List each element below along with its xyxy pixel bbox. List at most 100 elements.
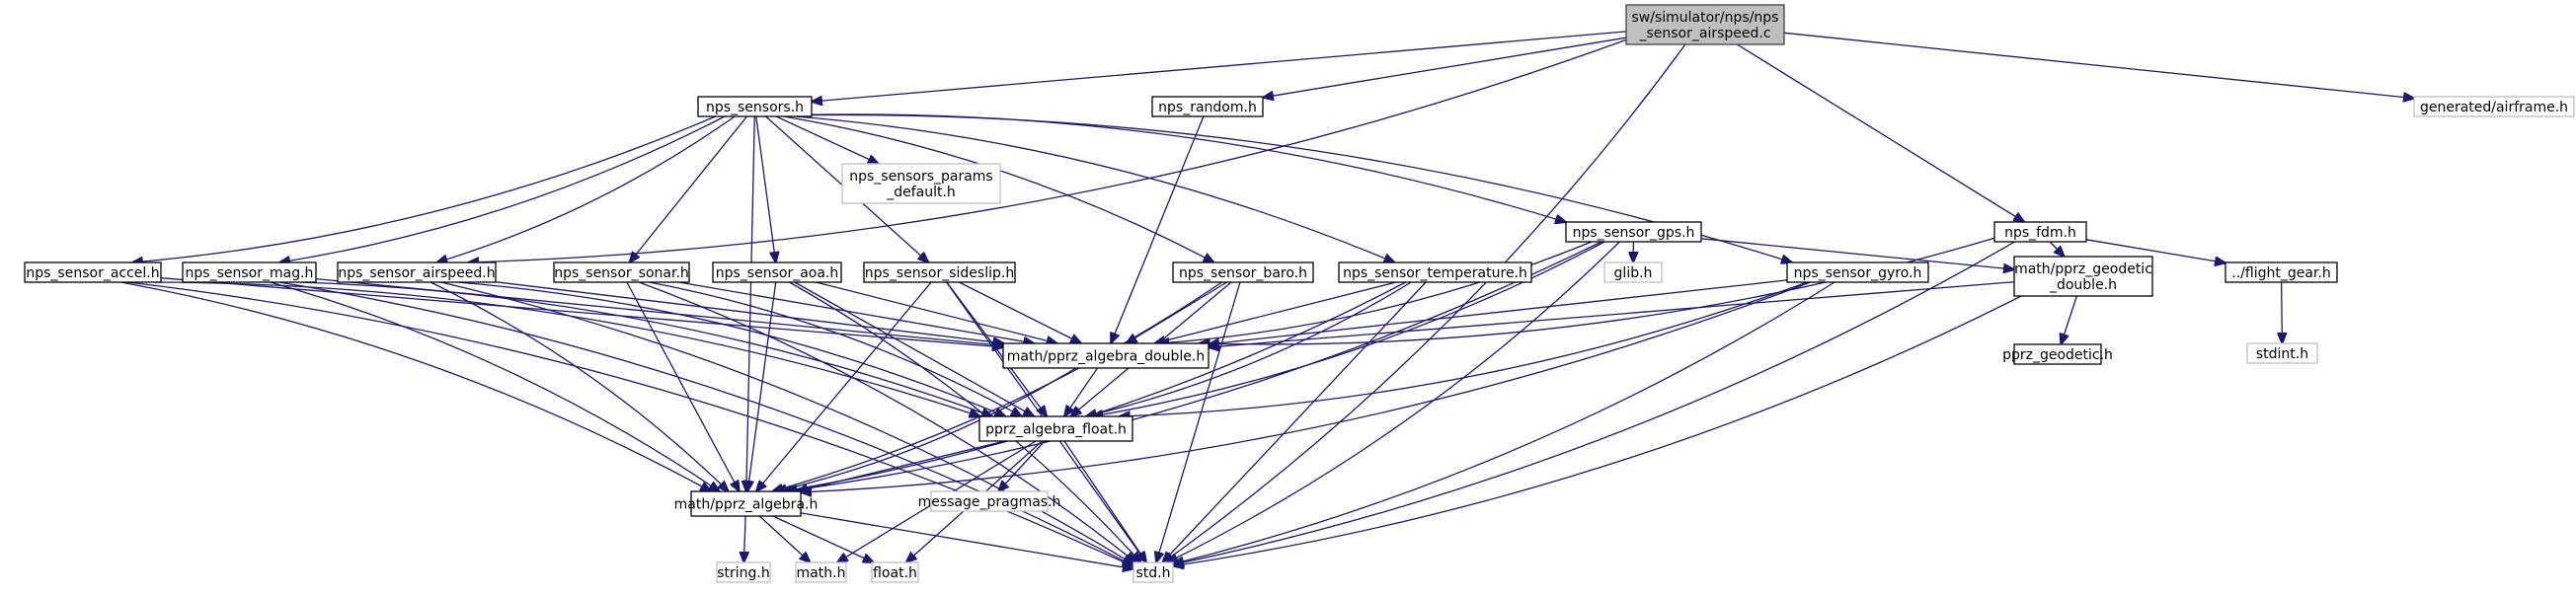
node-box[interactable]	[553, 261, 690, 283]
node-label: glib.h	[1614, 265, 1653, 281]
edge-gps-to-geodetic_double	[1700, 238, 2014, 269]
edge-nps_fdm-to-flight_gear	[2085, 239, 2225, 263]
node-label: _sensor_airspeed.c	[1638, 26, 1770, 41]
edge-root-to-airframe	[1783, 32, 2414, 98]
edge-gps-to-std	[1167, 241, 1620, 562]
node-mag[interactable]: nps_sensor_mag.h	[182, 261, 317, 283]
edge-algebra_double-to-algebra	[776, 367, 1076, 491]
edge-nps_sensors-to-sonar	[630, 115, 748, 262]
node-label: nps_sensor_accel.h	[26, 265, 159, 281]
node-box	[795, 561, 847, 583]
node-box[interactable]	[1338, 261, 1532, 283]
node-box[interactable]	[182, 261, 317, 283]
edge-sonar-to-algebra	[626, 281, 740, 491]
node-label: math/pprz_geodetic	[2014, 261, 2152, 277]
node-nps-random[interactable]: nps_random.h	[1151, 96, 1264, 117]
edge-airspeed-to-algebra_float	[456, 281, 1006, 416]
node-algebra[interactable]: math/pprz_algebra.h	[674, 490, 819, 517]
node-box[interactable]	[1786, 261, 1929, 283]
node-label: nps_sensors_params	[849, 169, 992, 185]
node-math: math.h	[795, 561, 847, 583]
node-algebra-double[interactable]: math/pprz_algebra_double.h	[1002, 342, 1210, 369]
node-box[interactable]	[978, 415, 1133, 442]
node-box[interactable]	[712, 261, 842, 283]
node-geodetic-double[interactable]: math/pprz_geodetic_double.h	[2013, 256, 2153, 297]
edge-gyro-to-algebra_float	[1120, 281, 1808, 416]
edge-sonar-to-std	[638, 281, 1135, 562]
node-box[interactable]	[1172, 261, 1314, 283]
edge-temperature-to-algebra	[783, 281, 1407, 491]
edge-aoa-to-algebra_float	[794, 281, 1034, 416]
edge-nps_sensors-to-aoa	[755, 115, 776, 262]
node-label: sw/simulator/nps/nps	[1632, 10, 1779, 26]
node-gps[interactable]: nps_sensor_gps.h	[1565, 221, 1702, 243]
node-box[interactable]	[337, 261, 497, 283]
node-box	[841, 163, 1001, 204]
edge-algebra-to-std	[800, 512, 1133, 569]
node-accel[interactable]: nps_sensor_accel.h	[24, 261, 162, 283]
node-box[interactable]	[2013, 343, 2102, 365]
node-box[interactable]	[2013, 256, 2153, 297]
node-temperature[interactable]: nps_sensor_temperature.h	[1338, 261, 1532, 283]
edge-aoa-to-algebra_double	[816, 281, 1056, 343]
node-airspeed[interactable]: nps_sensor_airspeed.h	[337, 261, 497, 283]
edge-algebra_float-to-message_pragmas	[998, 440, 1046, 491]
edge-nps_fdm-to-std	[1173, 241, 2015, 564]
node-sonar[interactable]: nps_sensor_sonar.h	[553, 261, 690, 283]
node-label: string.h	[717, 565, 770, 581]
node-nps-sensors[interactable]: nps_sensors.h	[697, 96, 813, 117]
node-airframe: generated/airframe.h	[2413, 96, 2575, 117]
edge-gyro-to-std	[1173, 281, 1835, 564]
edge-baro-to-algebra	[772, 281, 1222, 491]
node-box[interactable]	[1625, 4, 1785, 45]
edge-geodetic_double-to-std	[1173, 295, 2022, 566]
node-label: nps_sensor_gps.h	[1573, 225, 1695, 241]
edge-sonar-to-algebra_float	[649, 281, 1022, 416]
edge-algebra-to-float	[772, 515, 874, 562]
edge-algebra_float-to-std	[1063, 440, 1146, 562]
edge-nps_sensors-to-airspeed	[436, 115, 736, 262]
node-aoa[interactable]: nps_sensor_aoa.h	[712, 261, 842, 283]
node-box	[716, 561, 771, 583]
node-box[interactable]	[1151, 96, 1264, 117]
edge-sideslip-to-algebra_double	[959, 281, 1081, 343]
edge-airspeed-to-algebra_double	[495, 281, 1004, 343]
node-sideslip[interactable]: nps_sensor_sideslip.h	[863, 261, 1016, 283]
edge-baro-to-std	[1156, 281, 1241, 562]
node-box[interactable]	[690, 490, 802, 517]
node-label: pprz_geodetic.h	[2002, 347, 2113, 363]
node-box[interactable]	[697, 96, 813, 117]
node-label: nps_sensor_mag.h	[186, 265, 314, 281]
node-box[interactable]	[1565, 221, 1702, 243]
edge-geodetic_double-to-geodetic	[2061, 295, 2078, 344]
node-box	[871, 561, 919, 583]
node-box[interactable]	[1002, 342, 1210, 369]
edge-sideslip-to-algebra	[756, 281, 932, 491]
node-label: nps_sensor_aoa.h	[716, 265, 839, 281]
edge-nps_sensors-to-params_default	[775, 115, 879, 164]
node-algebra-float[interactable]: pprz_algebra_float.h	[978, 415, 1133, 442]
edge-accel-to-algebra	[120, 281, 711, 491]
node-box[interactable]	[24, 261, 162, 283]
node-gyro[interactable]: nps_sensor_gyro.h	[1786, 261, 1929, 283]
node-label: nps_sensor_sideslip.h	[865, 265, 1014, 281]
edge-nps_sensors-to-gps	[811, 113, 1566, 222]
node-glib: glib.h	[1603, 261, 1663, 283]
node-geodetic[interactable]: pprz_geodetic.h	[2002, 343, 2113, 365]
node-nps-fdm[interactable]: nps_fdm.h	[1993, 221, 2087, 243]
edge-nps_sensors-to-baro	[783, 115, 1214, 262]
node-label: nps_fdm.h	[2004, 225, 2076, 241]
node-box[interactable]	[2225, 261, 2338, 283]
edge-gps-to-algebra_float	[1092, 241, 1605, 416]
node-label: nps_sensor_temperature.h	[1343, 265, 1527, 281]
node-flight-gear[interactable]: ../flight_gear.h	[2225, 261, 2338, 283]
node-stdint: stdint.h	[2246, 342, 2318, 364]
edge-nps_sensors-to-temperature	[795, 115, 1395, 262]
node-box[interactable]	[1993, 221, 2087, 243]
node-box[interactable]	[863, 261, 1016, 283]
edge-temperature-to-algebra_double	[1154, 281, 1397, 343]
node-root[interactable]: sw/simulator/nps/nps_sensor_airspeed.c	[1625, 4, 1785, 45]
node-params-default: nps_sensors_params_default.h	[841, 163, 1001, 204]
node-baro[interactable]: nps_sensor_baro.h	[1172, 261, 1314, 283]
node-label: pprz_algebra_float.h	[985, 422, 1127, 438]
